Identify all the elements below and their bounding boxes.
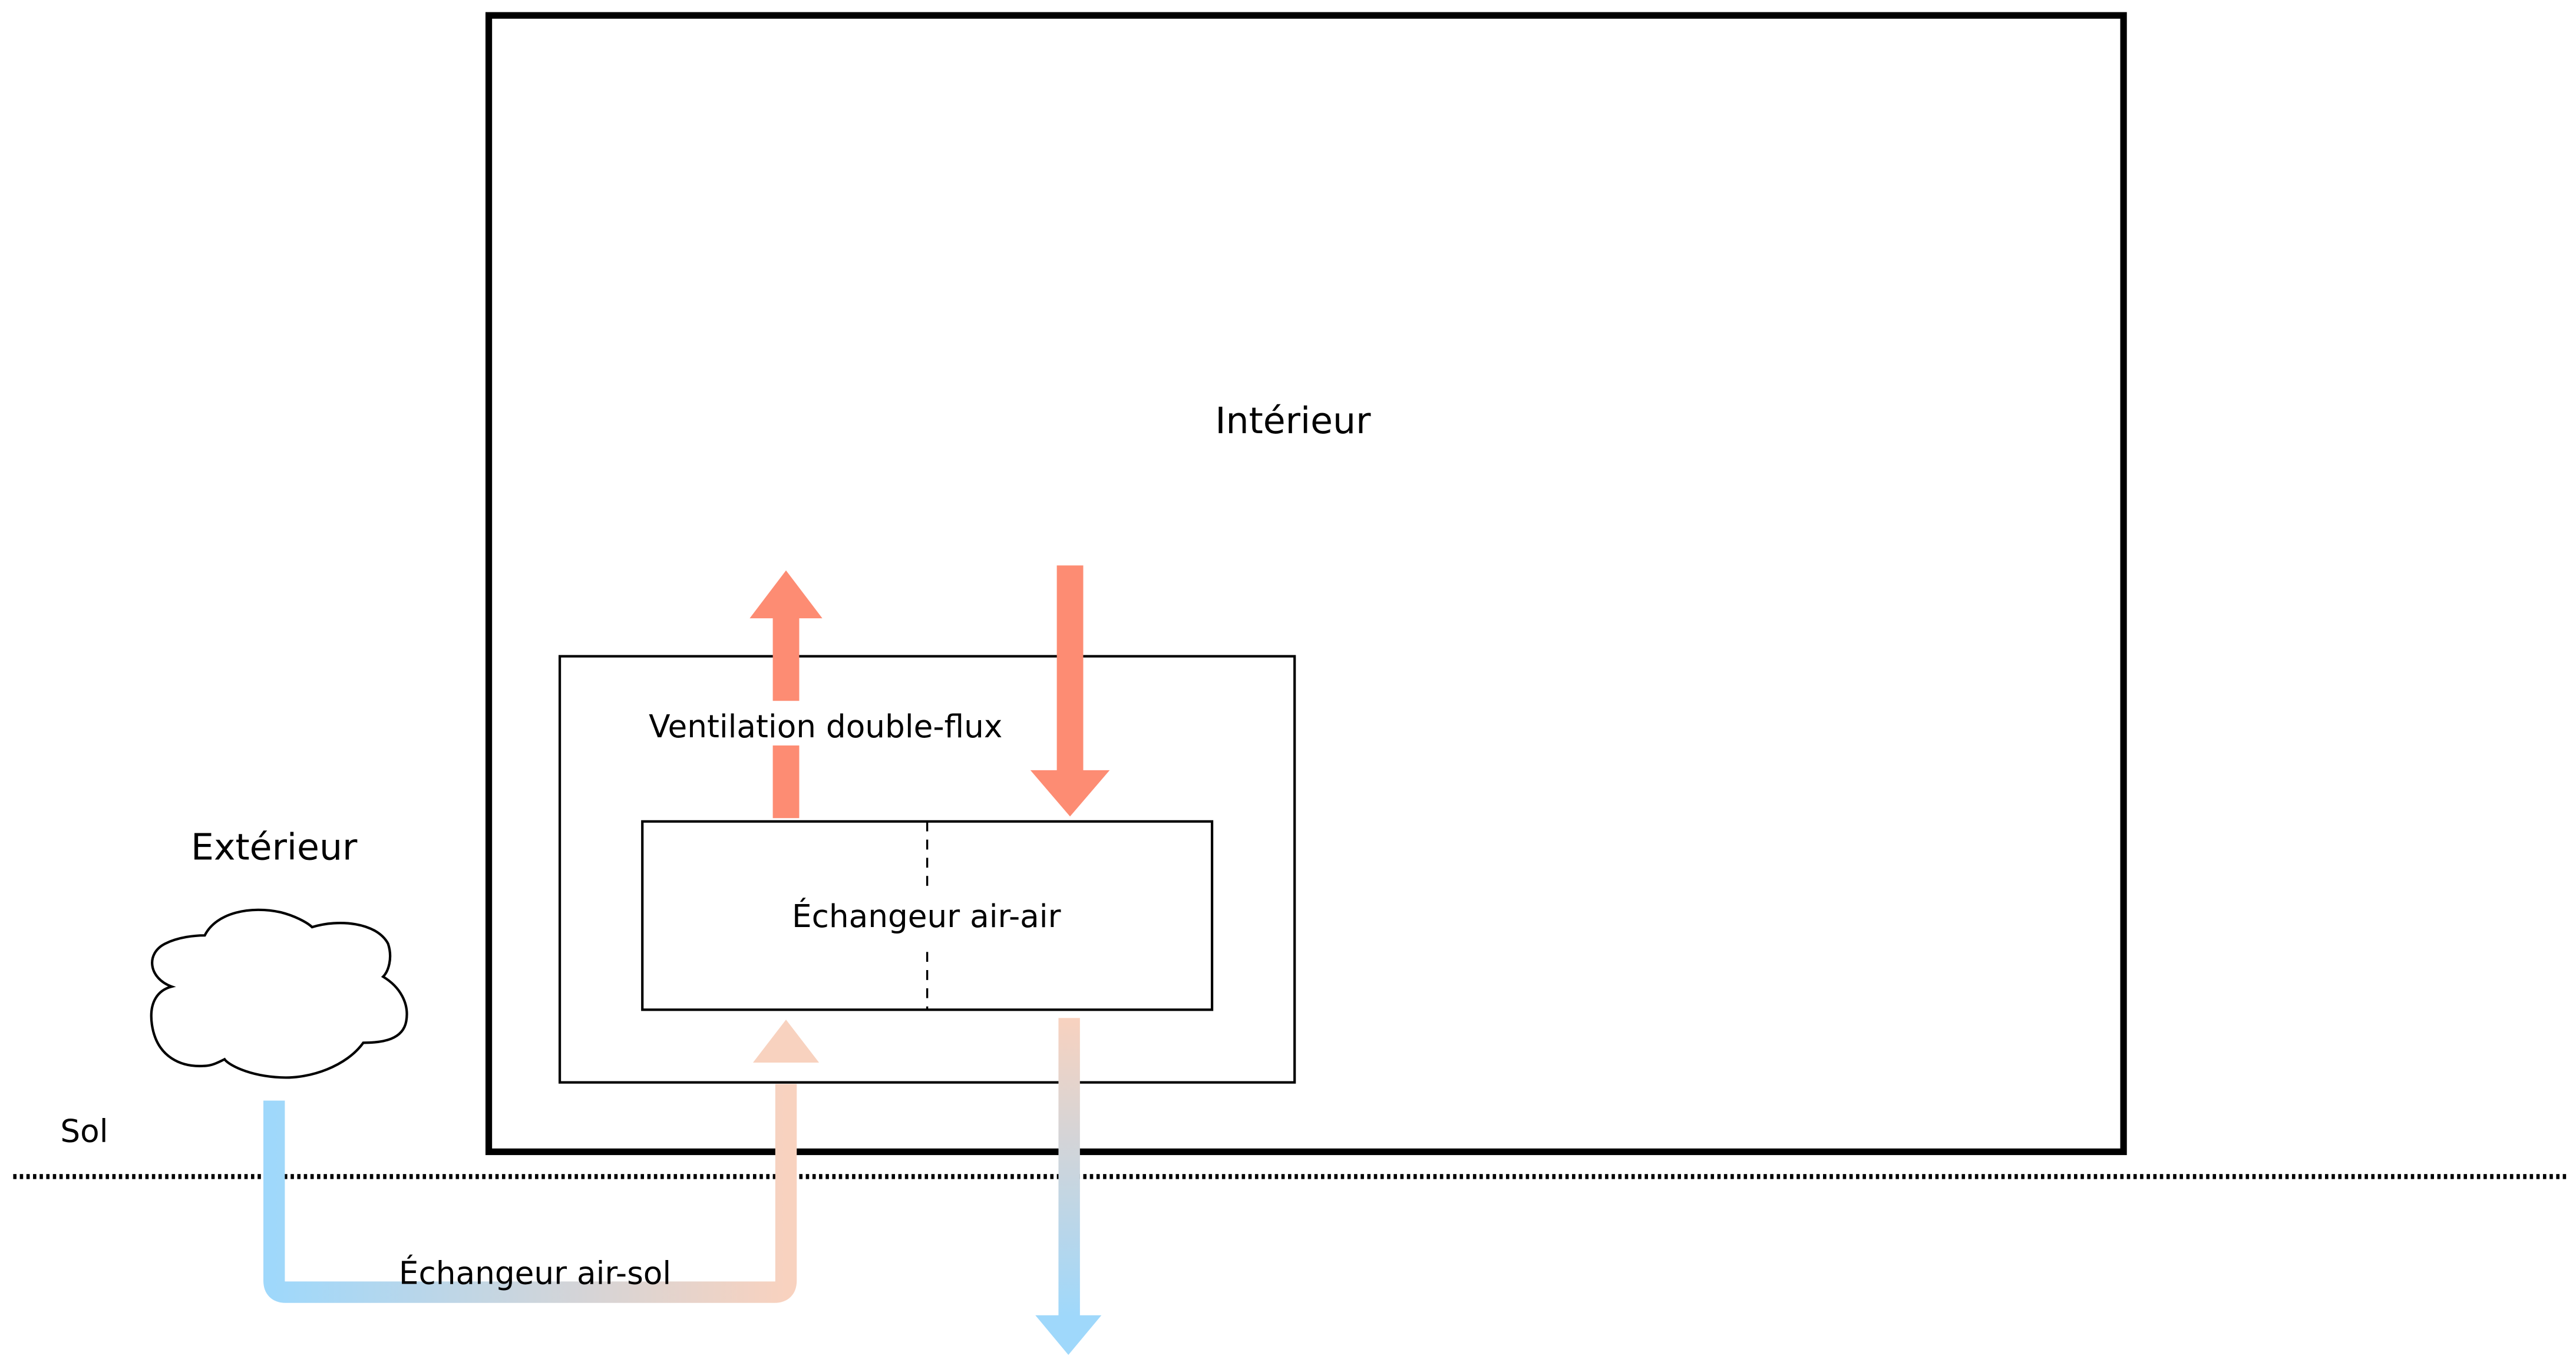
ventilation-label: Ventilation double-flux [649, 708, 1002, 745]
cloud-icon [150, 908, 408, 1079]
interior-label: Intérieur [1215, 400, 1371, 442]
exhaust-arrowhead [1035, 1315, 1102, 1355]
interior-box [485, 12, 2127, 1155]
ventilation-box [558, 655, 1296, 1084]
warm-supply-arrow-up [749, 570, 823, 819]
air-ground-pipe [263, 1084, 797, 1303]
air-ground-pipe-arrowhead [752, 1020, 820, 1063]
ground-label: Sol [60, 1113, 108, 1150]
exterior-label: Extérieur [191, 826, 358, 868]
warm-extract-arrow-down [1030, 565, 1110, 817]
exhaust-pipe [1058, 1018, 1080, 1317]
air-air-exchanger-label: Échangeur air-air [792, 898, 1061, 935]
air-ground-exchanger-label: Échangeur air-sol [399, 1255, 671, 1292]
